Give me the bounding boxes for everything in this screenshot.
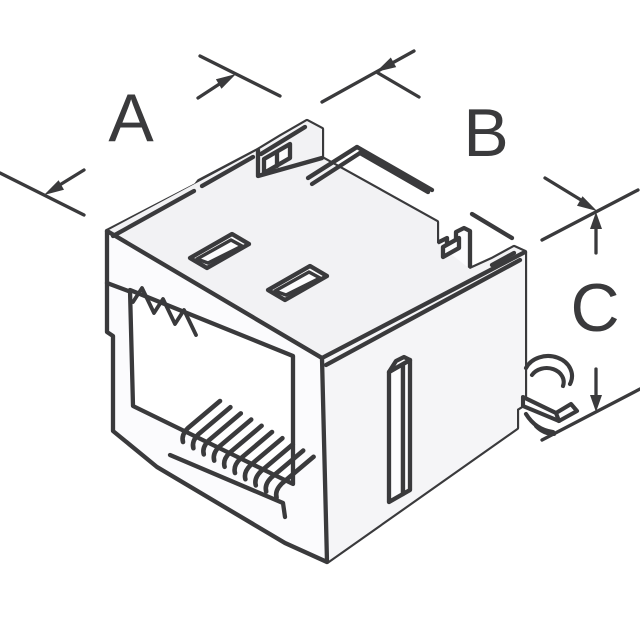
dim-a-extension-line-upper <box>198 54 282 98</box>
contact-comb-teeth <box>131 286 198 337</box>
contact-spring <box>211 417 254 463</box>
top-slot-rear <box>265 263 330 303</box>
edge-top-front <box>104 228 325 361</box>
front-left-step <box>104 280 134 295</box>
edge-top-right-rim <box>323 257 523 368</box>
edge-front-right-vertical <box>319 355 330 565</box>
mounting-post-side <box>400 357 413 497</box>
dim-c-arrowhead-bottom-icon <box>590 395 602 412</box>
jack-opening <box>127 286 316 501</box>
dim-b-extension-line-left <box>320 49 416 104</box>
dim-label-a: A <box>108 80 154 156</box>
latch-spring-curve-lower <box>533 423 557 437</box>
dim-a-arrow-shaft-lower <box>56 168 86 188</box>
dim-b-arrow-shaft-left <box>376 71 421 99</box>
dimension-callouts <box>0 49 640 442</box>
contact-spring <box>190 404 233 451</box>
contact-spring <box>221 423 264 470</box>
dimension-b <box>320 49 640 242</box>
shield-tab-right-slot <box>440 235 462 260</box>
top-slot-rear-inner <box>273 270 322 297</box>
board-lock-latch <box>520 353 580 437</box>
dim-a-arrowhead-upper-icon <box>215 74 236 89</box>
dim-a-extension-line-lower <box>0 171 86 217</box>
contact-spring <box>180 398 223 445</box>
contact-spring <box>232 429 275 476</box>
dim-b-arrow-shaft-right <box>543 176 583 202</box>
shield-tab-left <box>255 124 325 179</box>
dimension-a <box>0 54 282 217</box>
dim-b-arrowhead-right-icon <box>577 196 597 211</box>
latch-inner-arc <box>529 366 566 389</box>
rear-shield-step-left <box>305 144 363 187</box>
rear-corner-ridge <box>489 250 517 268</box>
contact-spring <box>263 448 306 494</box>
dim-label-b: B <box>463 95 508 171</box>
contact-spring <box>253 442 296 488</box>
contact-spring <box>242 435 285 482</box>
dimension-c <box>540 212 640 442</box>
dim-label-c: C <box>570 270 619 346</box>
latch-outer-arc <box>523 353 574 387</box>
latch-blade <box>520 394 580 424</box>
contact-spring <box>201 411 244 457</box>
contact-spring <box>273 454 316 501</box>
front-lower-lip <box>167 452 288 520</box>
shield-tab-right <box>440 235 462 260</box>
mounting-post-top <box>386 354 413 375</box>
latch-blade-bend <box>553 410 562 424</box>
mounting-post <box>386 354 413 505</box>
dim-a-arrowhead-lower-icon <box>44 180 64 195</box>
top-slot-front-inner <box>195 238 244 265</box>
dim-b-extension-line-right <box>540 188 640 242</box>
dim-b-arrowhead-left-icon <box>376 57 397 72</box>
top-slot-front <box>187 231 252 271</box>
connector-body <box>104 118 580 565</box>
edge-top-right <box>319 249 528 361</box>
dim-c-arrowhead-top-icon <box>590 212 602 229</box>
rear-shield-step-right <box>354 144 515 241</box>
shield-tab-left-edges <box>255 124 325 179</box>
top-rim-lines <box>110 154 256 239</box>
contact-springs <box>180 398 316 501</box>
dim-c-extension-line-bottom <box>540 387 640 442</box>
right-face <box>322 252 525 562</box>
